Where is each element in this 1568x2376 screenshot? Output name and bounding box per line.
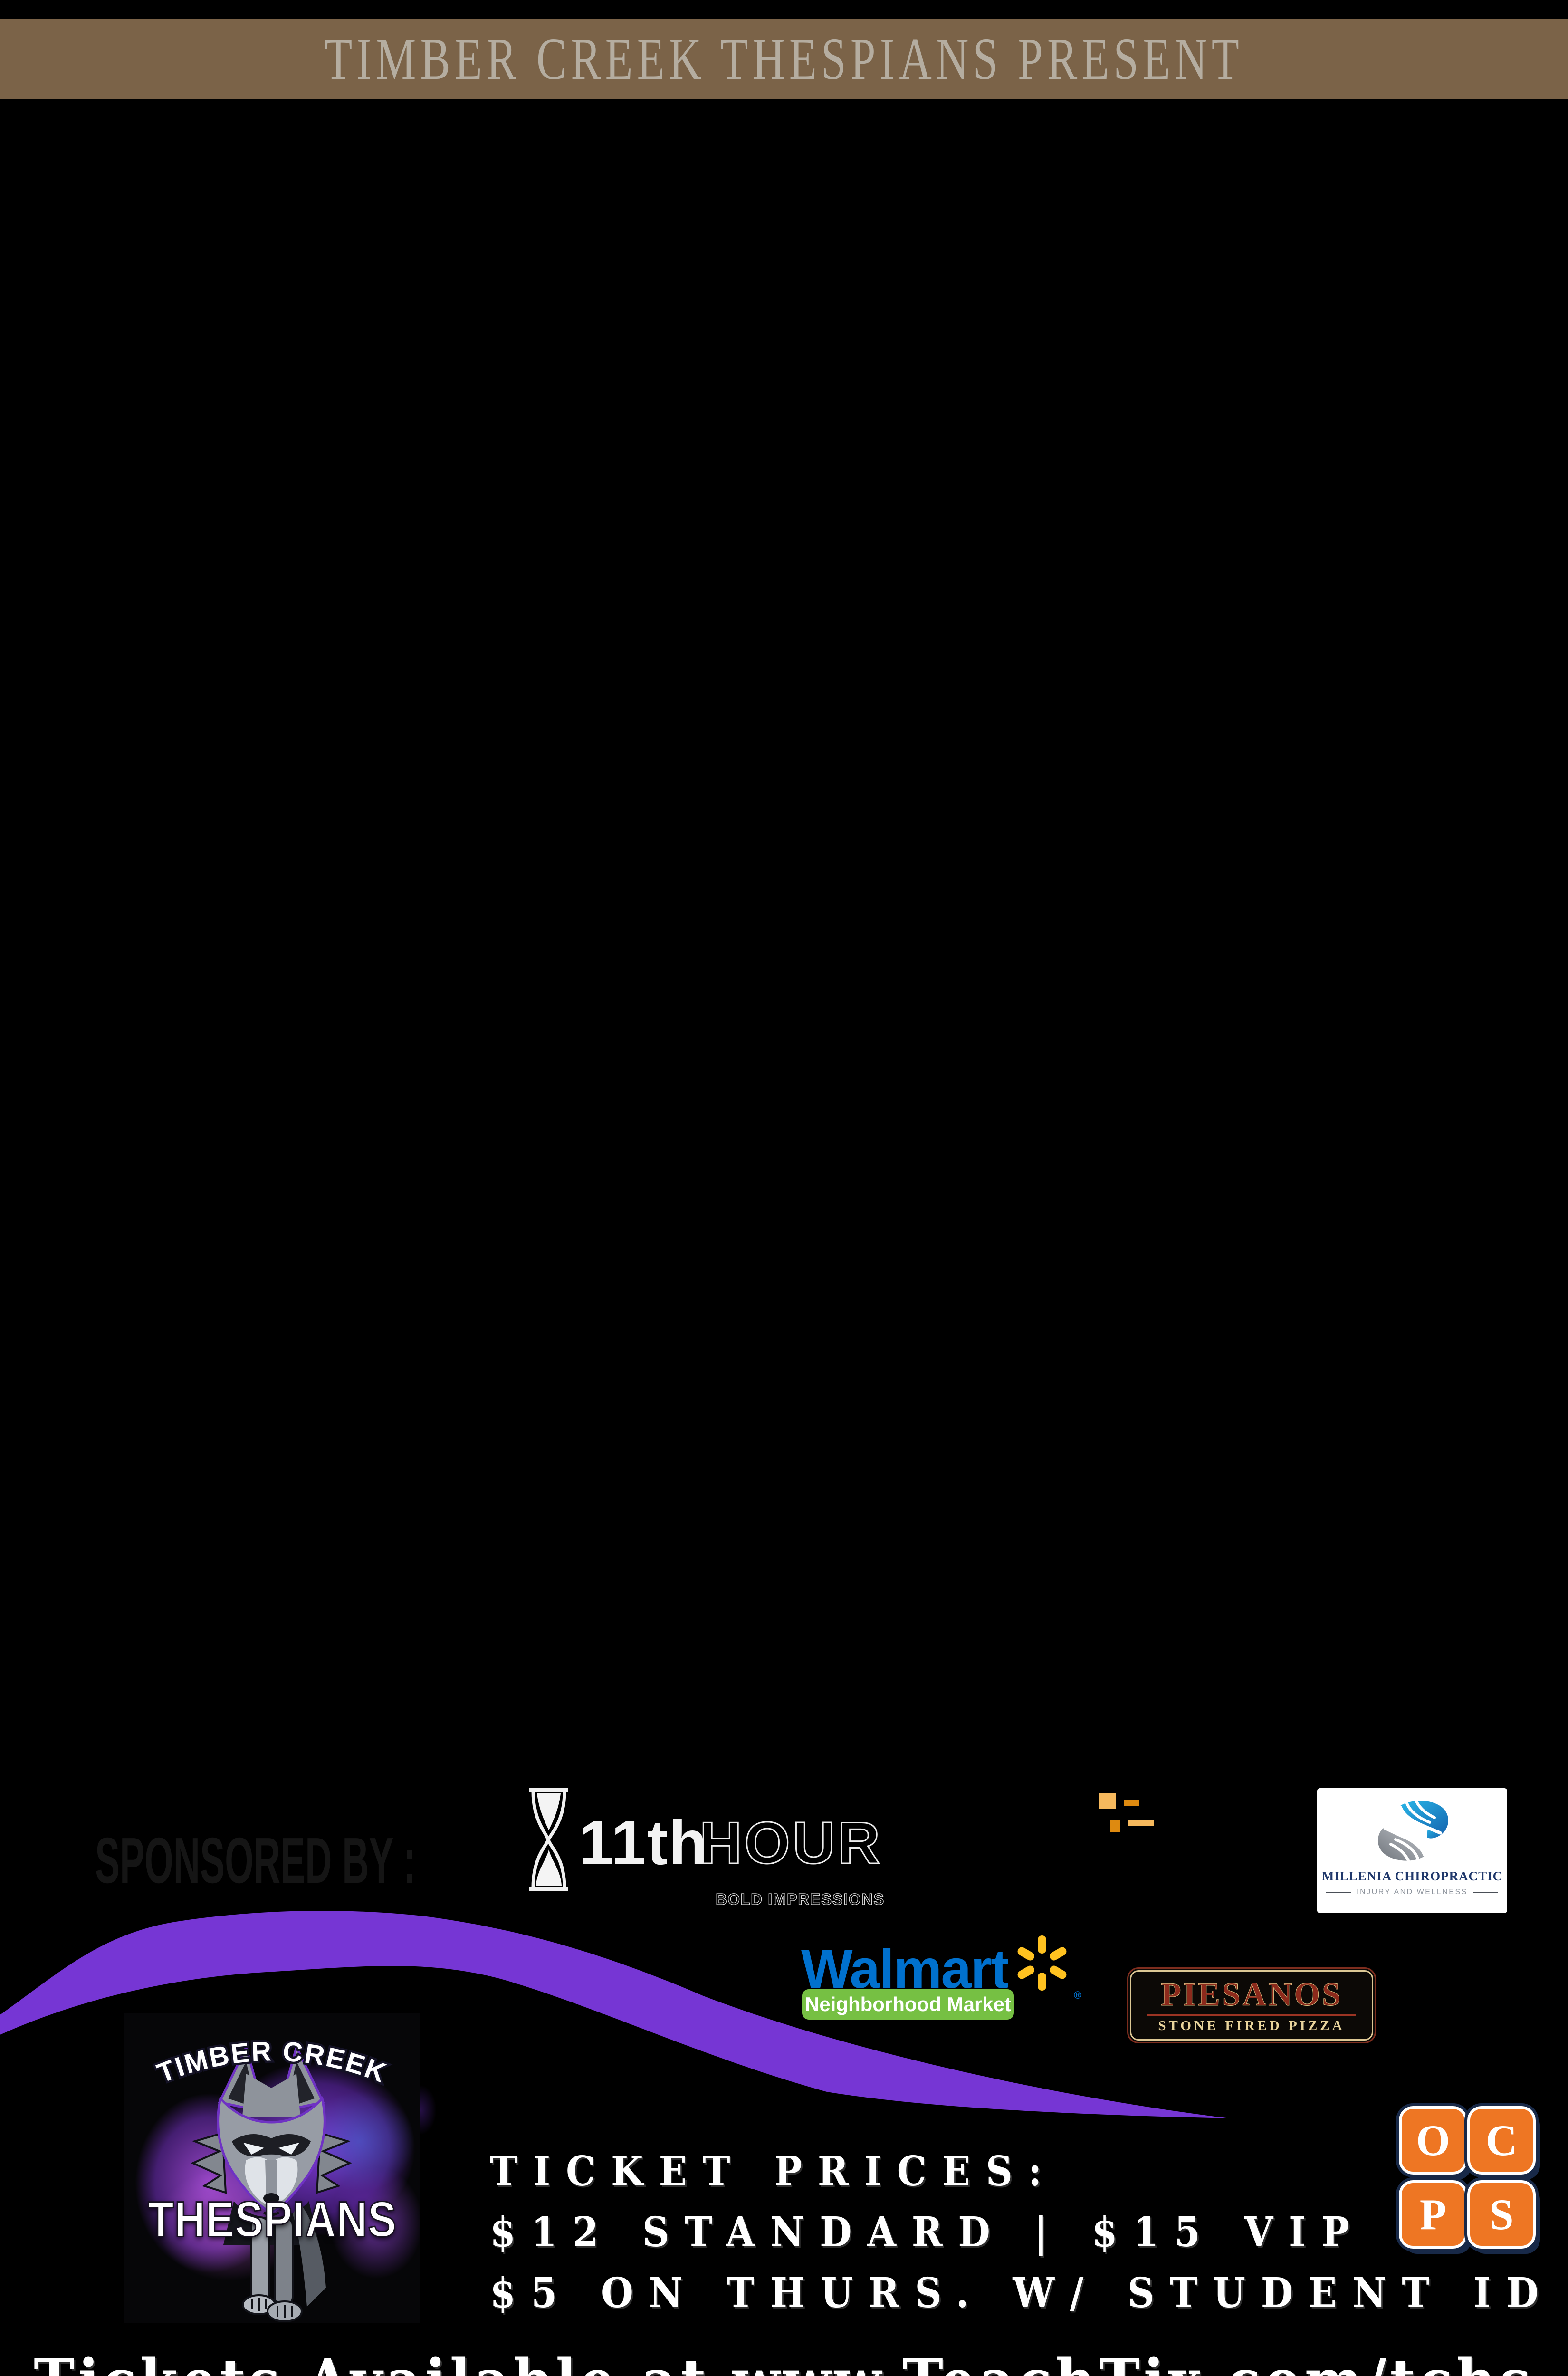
sponsor-millenia-tagline: INJURY AND WELLNESS [1357, 1888, 1468, 1896]
divider-line [1473, 1891, 1498, 1893]
ocps-tile-o: O [1396, 2103, 1470, 2177]
sponsor-11th-hour-tagline: BOLD IMPRESSIONS [715, 1890, 885, 1908]
sponsored-by-label: SPONSORED BY : [95, 1823, 416, 1897]
svg-text:TIMBER CREEK: TIMBER CREEK [153, 2036, 392, 2089]
walmart-spark-icon [1017, 1935, 1067, 1991]
ocps-tile-s: S [1464, 2177, 1539, 2251]
sponsor-millenia-name: MILLENIA CHIROPRACTIC [1321, 1869, 1503, 1883]
presenter-banner: TIMBER CREEK THESPIANS PRESENT [0, 19, 1568, 99]
ticket-price-thursday: $5 ON THURS. W/ STUDENT ID [490, 2270, 1554, 2318]
block-mark-stub [1110, 1820, 1120, 1832]
block-mark-bar-wide [1128, 1820, 1154, 1826]
ocps-tile-c: C [1464, 2103, 1539, 2177]
piesanos-underline [1147, 2014, 1356, 2016]
sponsor-walmart-submark: Neighborhood Market [802, 1989, 1014, 2020]
thespians-wordmark: THESPIANS [147, 2191, 397, 2248]
ocps-letter: C [1485, 2116, 1518, 2165]
sponsor-11th-hour-number: 11th [579, 1808, 708, 1878]
thespians-arc-title: TIMBER CREEK [151, 2034, 392, 2091]
sponsor-piesanos-name: PIESANOS [1160, 1976, 1343, 2013]
thespians-arc-text: TIMBER CREEK [151, 2034, 392, 2091]
registered-mark: ® [1074, 1989, 1082, 2001]
thespians-logo: TIMBER CREEK [124, 2013, 420, 2323]
interlocking-hands-icon [1377, 1800, 1448, 1862]
ocps-logo: O C P S [1396, 2103, 1539, 2251]
ocps-letter: O [1416, 2116, 1450, 2165]
block-mark-bar [1124, 1800, 1139, 1806]
ocps-tile-p: P [1396, 2177, 1470, 2251]
divider-line [1326, 1891, 1351, 1893]
sponsor-11th-hour-logo: 11th HOUR BOLD IMPRESSIONS [523, 1786, 903, 1912]
hourglass-icon [529, 1788, 568, 1891]
block-mark-square [1099, 1793, 1116, 1809]
ocps-letter: S [1489, 2190, 1514, 2239]
sponsor-piesanos-tagline: STONE FIRED PIZZA [1158, 2018, 1345, 2033]
ocps-letter: P [1419, 2190, 1447, 2239]
sponsor-block-mark-icon [1098, 1792, 1159, 1837]
presenter-banner-text: TIMBER CREEK THESPIANS PRESENT [325, 26, 1243, 92]
sponsor-piesanos-sign: PIESANOS STONE FIRED PIZZA [1127, 1967, 1376, 2043]
ticket-prices-heading: TICKET PRICES: [490, 2148, 1058, 2196]
tickets-availability-url: Tickets Available at www.TeachTix.com/tc… [0, 2347, 1568, 2376]
sponsor-walmart-submark-text: Neighborhood Market [804, 1993, 1011, 2015]
ticket-price-standard-vip: $12 STANDARD | $15 VIP [490, 2209, 1365, 2257]
sponsor-millenia-card: MILLENIA CHIROPRACTIC INJURY AND WELLNES… [1317, 1788, 1507, 1913]
sponsor-walmart-logo: Walmart ® Neighborhood Market [801, 1935, 1096, 2028]
sponsor-11th-hour-word: HOUR [698, 1810, 883, 1877]
